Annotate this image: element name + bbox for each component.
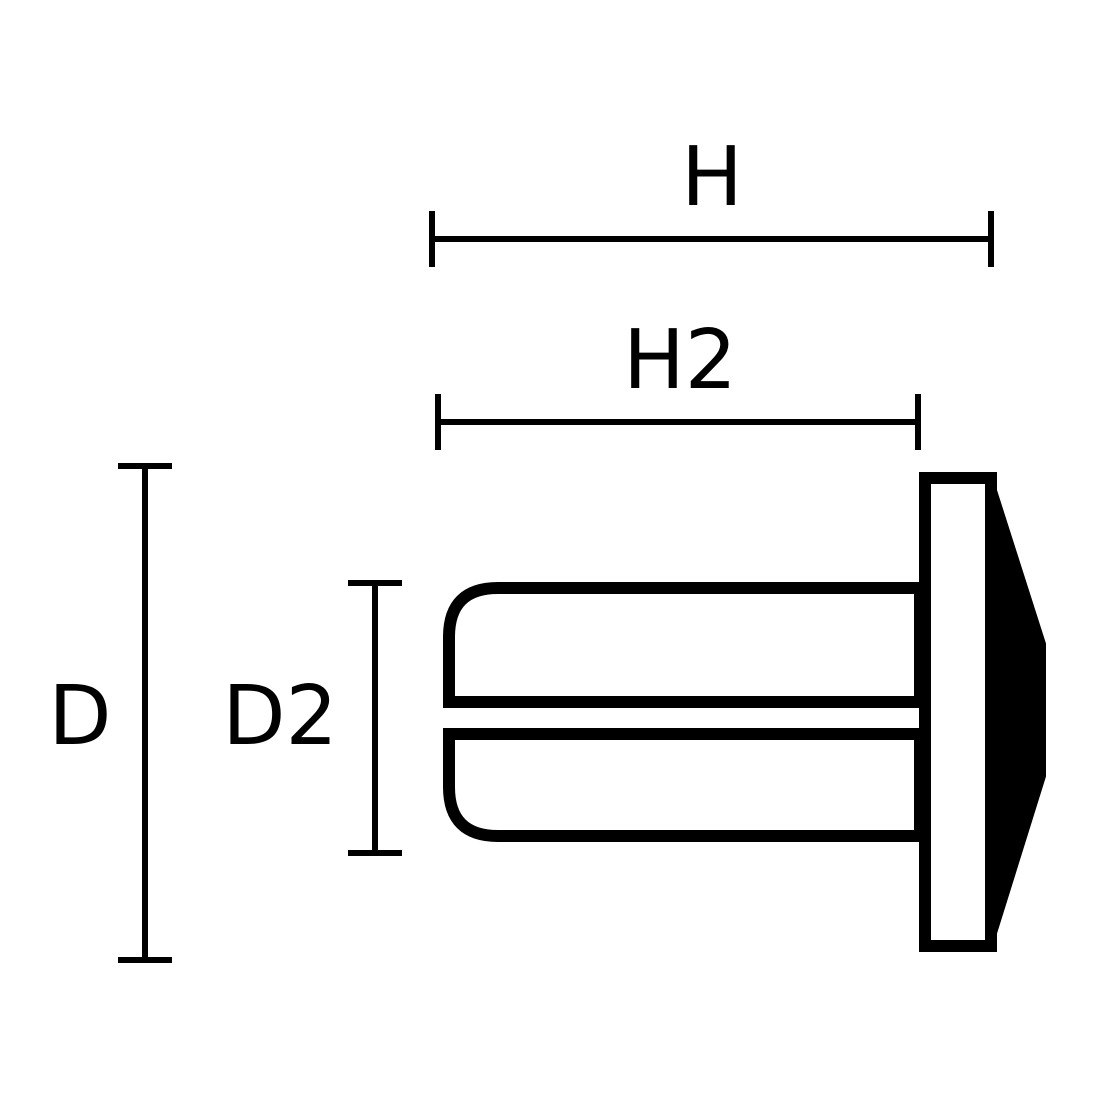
- head-dome: [987, 477, 1046, 947]
- part-outline: [443, 472, 1046, 952]
- dimension-h2: H2: [435, 313, 921, 450]
- label-d2: D2: [222, 669, 337, 764]
- dimension-h: H: [429, 130, 994, 267]
- shaft-upper-leg: [443, 582, 926, 708]
- dimension-d2: D2: [222, 580, 402, 856]
- head-flange: [919, 472, 997, 952]
- label-d: D: [48, 669, 111, 764]
- label-h: H: [681, 130, 743, 225]
- dimension-d: D: [48, 463, 172, 963]
- shaft-lower-leg: [443, 728, 926, 842]
- label-h2: H2: [623, 313, 737, 408]
